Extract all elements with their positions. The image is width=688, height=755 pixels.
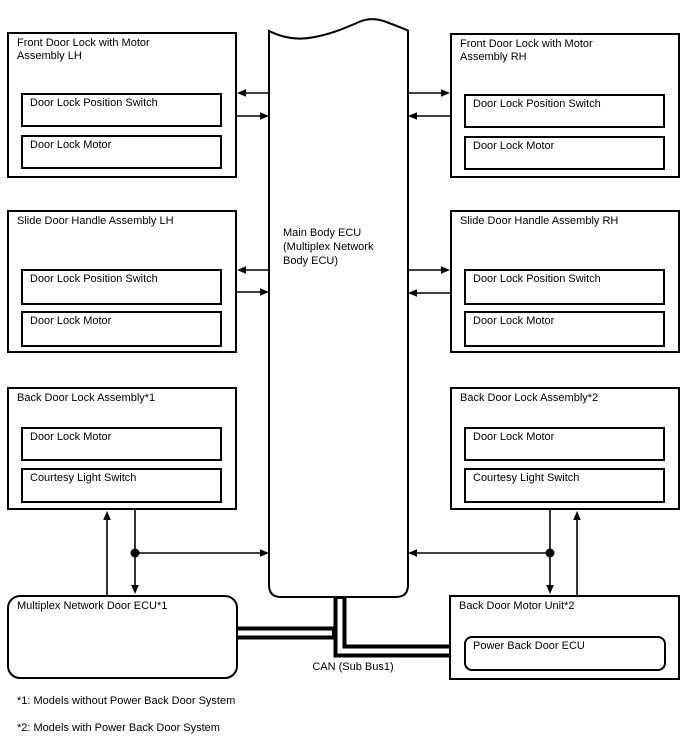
power-back-door-ecu-box: Power Back Door ECU <box>464 636 666 671</box>
box-title: Multiplex Network Door ECU*1 <box>17 600 168 612</box>
can-bus-lines <box>236 597 451 658</box>
back-door-motor-unit-box: Back Door Motor Unit*2 Power Back Door E… <box>449 595 680 680</box>
back-door-lock-assembly-2-box: Back Door Lock Assembly*2 Door Lock Moto… <box>450 387 680 510</box>
footnote-2: *2: Models with Power Back Door System <box>17 722 220 734</box>
courtesy-light-switch-box: Courtesy Light Switch <box>21 468 222 503</box>
signal-arrows <box>103 89 581 595</box>
door-lock-position-switch-box: Door Lock Position Switch <box>464 269 665 305</box>
slide-door-handle-rh-box: Slide Door Handle Assembly RH Door Lock … <box>450 210 680 353</box>
door-lock-position-switch-box: Door Lock Position Switch <box>464 94 665 128</box>
door-lock-motor-box: Door Lock Motor <box>21 427 222 461</box>
door-lock-motor-box: Door Lock Motor <box>464 311 665 347</box>
multiplex-network-door-ecu-box: Multiplex Network Door ECU*1 <box>7 595 238 679</box>
main-body-ecu-outline <box>268 18 409 598</box>
door-lock-motor-box: Door Lock Motor <box>21 311 222 347</box>
door-lock-position-switch-box: Door Lock Position Switch <box>21 93 222 127</box>
front-door-lock-rh-box: Front Door Lock with Motor Assembly RH D… <box>450 33 680 178</box>
can-bus-label: CAN (Sub Bus1) <box>312 661 394 673</box>
box-title: Back Door Motor Unit*2 <box>459 600 575 612</box>
footnote-1: *1: Models without Power Back Door Syste… <box>17 695 236 707</box>
slide-door-handle-lh-box: Slide Door Handle Assembly LH Door Lock … <box>7 210 237 353</box>
front-door-lock-lh-box: Front Door Lock with Motor Assembly LH D… <box>7 32 237 178</box>
box-title: Back Door Lock Assembly*2 <box>460 392 599 404</box>
box-title: Back Door Lock Assembly*1 <box>17 392 156 404</box>
back-door-lock-assembly-1-box: Back Door Lock Assembly*1 Door Lock Moto… <box>7 387 237 510</box>
box-title: Front Door Lock with Motor Assembly LH <box>17 37 150 62</box>
box-title: Front Door Lock with Motor Assembly RH <box>460 38 593 63</box>
door-lock-position-switch-box: Door Lock Position Switch <box>21 269 222 305</box>
door-lock-motor-box: Door Lock Motor <box>464 136 665 170</box>
box-title: Slide Door Handle Assembly RH <box>460 215 619 227</box>
door-lock-motor-box: Door Lock Motor <box>21 135 222 169</box>
door-lock-motor-box: Door Lock Motor <box>464 427 665 461</box>
courtesy-light-switch-box: Courtesy Light Switch <box>464 468 665 503</box>
box-title: Slide Door Handle Assembly LH <box>17 215 174 227</box>
main-body-ecu-label: Main Body ECU (Multiplex Network Body EC… <box>283 227 374 267</box>
